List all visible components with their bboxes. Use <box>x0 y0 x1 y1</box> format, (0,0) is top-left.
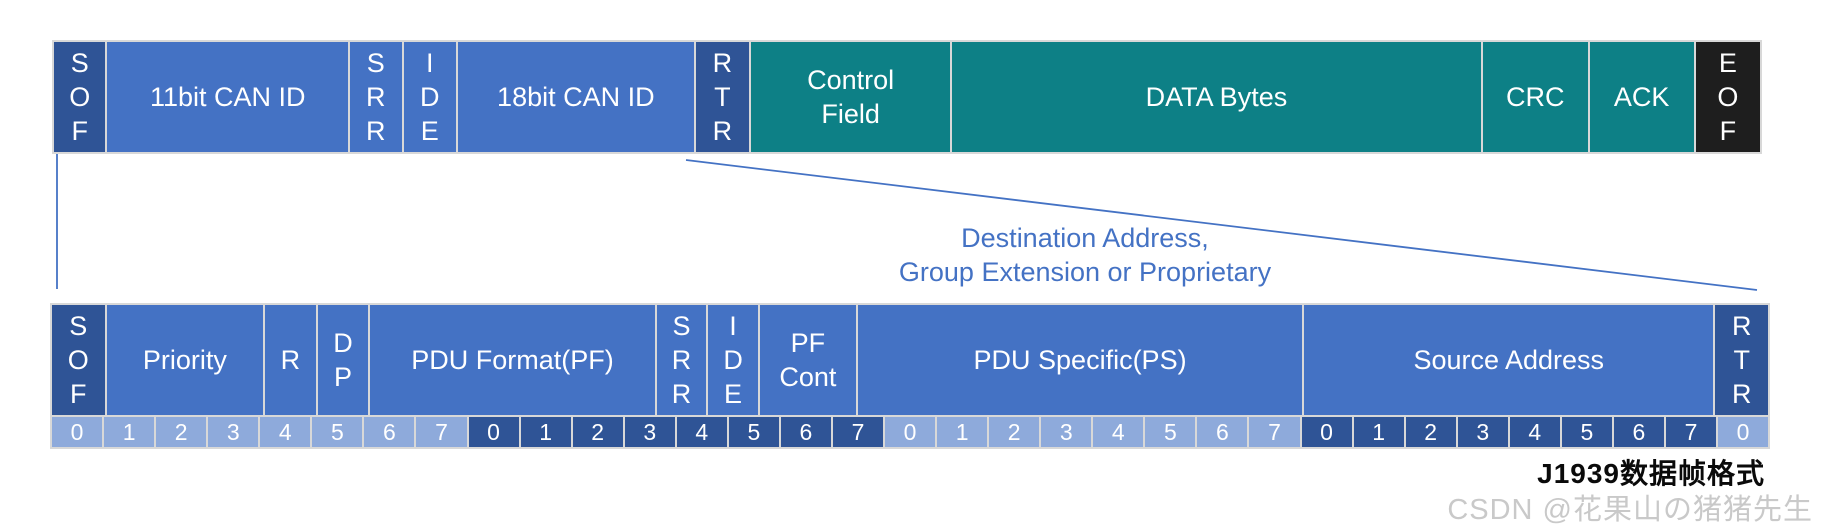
j1939-field-dp: D P <box>317 305 371 415</box>
bit-31: 7 <box>1665 417 1718 447</box>
j1939-field-sof: S O F <box>52 305 107 415</box>
bit-17: 1 <box>937 417 990 447</box>
bit-21: 5 <box>1145 417 1198 447</box>
pdu-note-line1: Destination Address, <box>961 223 1209 253</box>
bit-0: 0 <box>52 417 105 447</box>
diagram-caption: J1939数据帧格式 <box>1537 458 1765 489</box>
bit-3: 3 <box>208 417 261 447</box>
bit-30: 6 <box>1613 417 1666 447</box>
bit-1: 1 <box>104 417 157 447</box>
bit-5: 5 <box>312 417 365 447</box>
pdu-specific-note: Destination Address, Group Extension or … <box>735 221 1435 289</box>
bit-12: 4 <box>676 417 729 447</box>
j1939-field-ide: I D E <box>708 305 760 415</box>
bit-19: 3 <box>1041 417 1094 447</box>
bit-18: 2 <box>989 417 1042 447</box>
can-field-sof: S O F <box>54 42 108 152</box>
j1939-field-source-address: Source Address <box>1304 305 1716 415</box>
bit-29: 5 <box>1561 417 1614 447</box>
j1939-field-priority: Priority <box>106 305 266 415</box>
bit-16: 0 <box>885 417 938 447</box>
bit-11: 3 <box>624 417 677 447</box>
bit-15: 7 <box>832 417 885 447</box>
bit-2: 2 <box>156 417 209 447</box>
csdn-watermark: CSDN @花果山の猪猪先生 <box>1447 494 1813 526</box>
bit-25: 1 <box>1353 417 1406 447</box>
bit-22: 6 <box>1197 417 1250 447</box>
bit-32: 0 <box>1718 417 1769 447</box>
can-field-crc: CRC <box>1482 42 1590 152</box>
bit-28: 4 <box>1509 417 1562 447</box>
bit-14: 6 <box>780 417 833 447</box>
can-field-control-field: Control Field <box>751 42 953 152</box>
bit-24: 0 <box>1301 417 1354 447</box>
can-field-rtr: R T R <box>695 42 752 152</box>
bit-13: 5 <box>728 417 781 447</box>
j1939-field-srr: S R R <box>656 305 709 415</box>
can-field-can-id-11bit: 11bit CAN ID <box>107 42 351 152</box>
j1939-field-pdu-specific: PDU Specific(PS) <box>858 305 1305 415</box>
bit-4: 4 <box>260 417 313 447</box>
bit-23: 7 <box>1249 417 1302 447</box>
bit-26: 2 <box>1405 417 1458 447</box>
can-field-ack: ACK <box>1589 42 1696 152</box>
j1939-field-pdu-format: PDU Format(PF) <box>370 305 657 415</box>
bit-10: 2 <box>572 417 625 447</box>
j1939-field-rtr: R T R <box>1715 305 1768 415</box>
bit-8: 0 <box>468 417 521 447</box>
can-field-ide: I D E <box>403 42 459 152</box>
bit-27: 3 <box>1457 417 1510 447</box>
bit-6: 6 <box>364 417 417 447</box>
j1939-field-reserved: R <box>265 305 318 415</box>
can-field-eof: E O F <box>1695 42 1761 152</box>
can-field-srr: S R R <box>350 42 404 152</box>
bit-9: 1 <box>520 417 573 447</box>
can-field-data-bytes: DATA Bytes <box>952 42 1483 152</box>
j1939-field-pf-cont: PF Cont <box>759 305 858 415</box>
pdu-note-line2: Group Extension or Proprietary <box>898 257 1272 287</box>
bit-7: 7 <box>416 417 469 447</box>
can-field-can-id-18bit: 18bit CAN ID <box>458 42 696 152</box>
bit-20: 4 <box>1093 417 1146 447</box>
